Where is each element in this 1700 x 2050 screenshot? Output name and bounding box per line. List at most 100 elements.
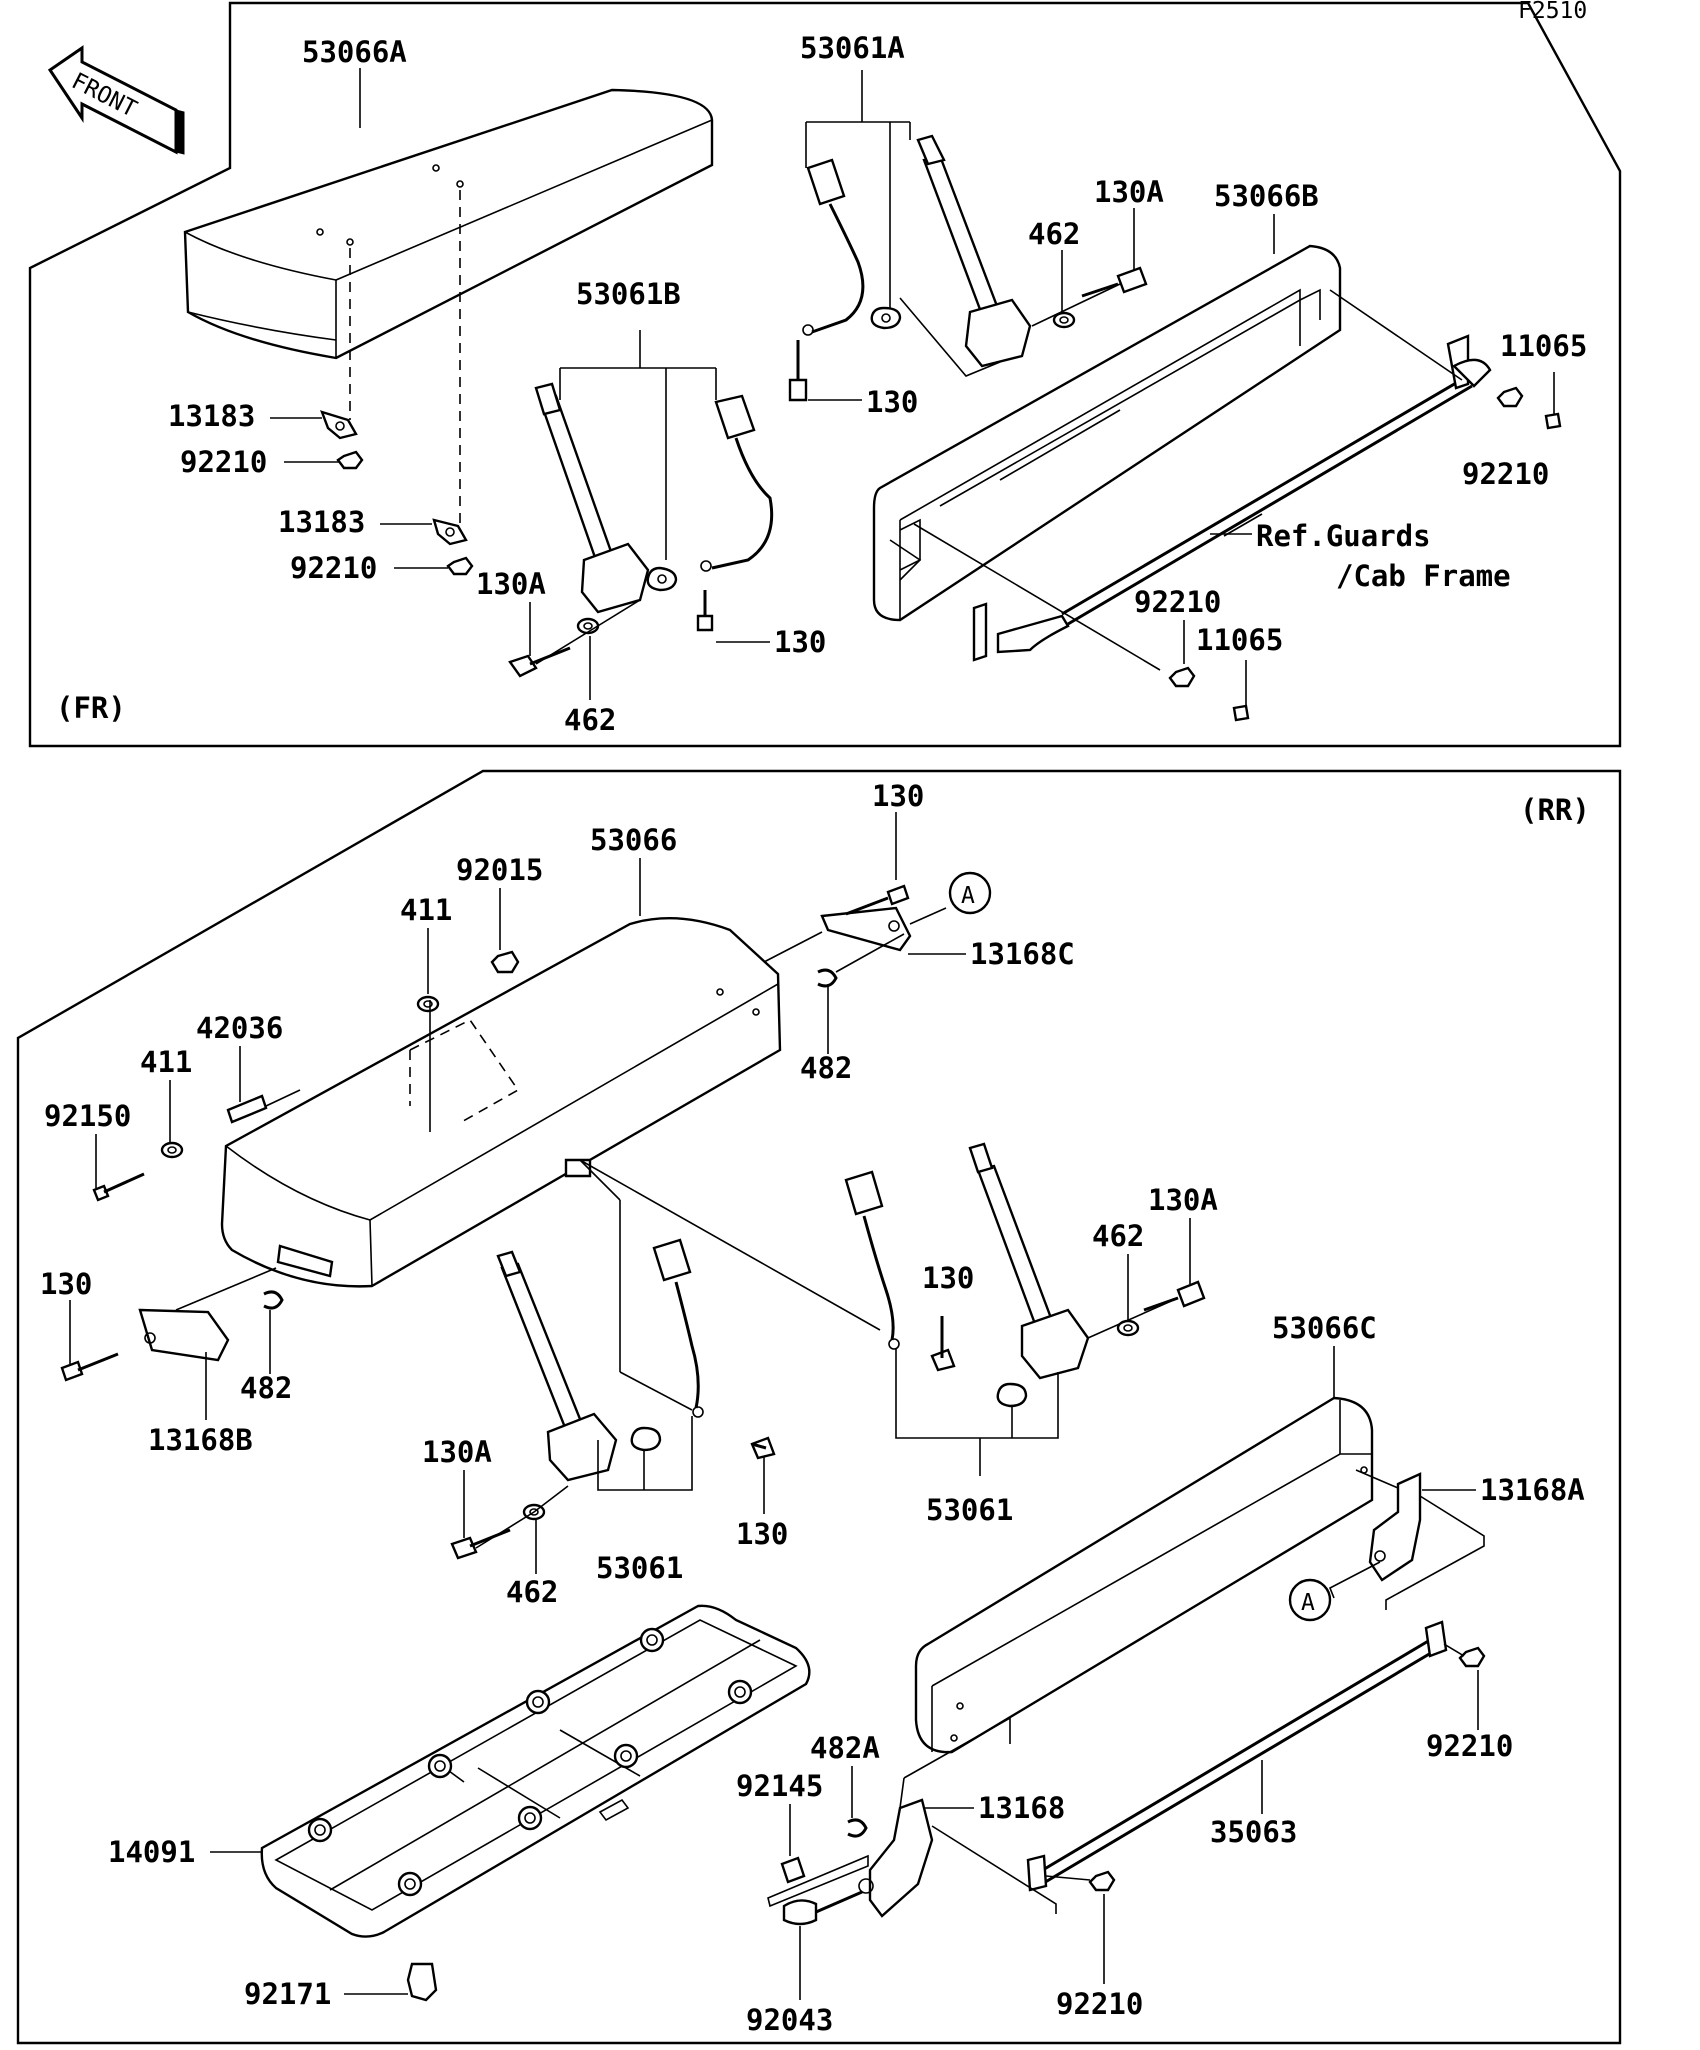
bolt-130-fr-upper (788, 340, 808, 402)
label-53061A: 53061A (800, 31, 905, 65)
label-130A-bottom: 130A (476, 567, 546, 601)
label-92210-mid: 92210 (1134, 585, 1221, 619)
label-462-rr-left: 462 (506, 1575, 558, 1609)
label-130A-rr-right: 130A (1148, 1183, 1218, 1217)
back-rest-53066C (914, 1396, 1374, 1754)
label-53061-center: 53061 (596, 1551, 683, 1585)
callout-a-top: A (948, 871, 992, 915)
label-130-bottom: 130 (774, 625, 826, 659)
bracket-13183-lower (432, 518, 468, 546)
cap-11065-fr-top (1544, 412, 1562, 430)
label-92210-rr-bottom: 92210 (1056, 1987, 1143, 2021)
bolt-130A-rr-right (1143, 1280, 1206, 1312)
label-13168B: 13168B (148, 1423, 253, 1457)
bracket-13168C (820, 906, 912, 952)
washer-462-fr-lower (576, 617, 600, 635)
callout-a-bottom: A (1288, 1578, 1332, 1622)
bracket-13183-upper (320, 410, 358, 440)
seat-belt-53061A (802, 134, 1032, 368)
label-92171: 92171 (244, 1977, 331, 2011)
bolt-92043 (782, 1890, 863, 1926)
bolt-130A-fr-upper (1081, 266, 1148, 298)
seat-cushion-53066 (220, 917, 782, 1288)
front-arrow-icon: FRONT (47, 45, 185, 155)
label-11065-bottom: 11065 (1196, 623, 1283, 657)
washer-462-fr-upper (1052, 311, 1076, 329)
label-35063: 35063 (1210, 1815, 1297, 1849)
clip-482-top (817, 968, 838, 988)
label-11065-top: 11065 (1500, 329, 1587, 363)
label-92210-right: 92210 (1462, 457, 1549, 491)
clip-482A (847, 1818, 868, 1838)
label-462-top: 462 (1028, 217, 1080, 251)
label-13183-a: 13183 (168, 399, 255, 433)
diagram-code: F2510 (1518, 0, 1587, 24)
seat-belt-53061-left (496, 1238, 704, 1482)
bracket-13168 (858, 1798, 934, 1918)
label-53066: 53066 (590, 823, 677, 857)
pivot-42036 (226, 1094, 268, 1124)
label-53066B: 53066B (1214, 179, 1319, 213)
label-130-top: 130 (866, 385, 918, 419)
nut-92210-rr-right (1458, 1646, 1486, 1668)
label-92210-b: 92210 (290, 551, 377, 585)
nut-92015 (490, 950, 520, 974)
screw-92145 (780, 1856, 806, 1884)
label-53061-right: 53061 (926, 1493, 1013, 1527)
floor-mat-14091 (260, 1604, 811, 1938)
label-14091: 14091 (108, 1835, 195, 1869)
bolt-130-rr-center (750, 1436, 776, 1460)
label-53066A: 53066A (302, 35, 407, 69)
label-130-rr-left: 130 (40, 1267, 92, 1301)
label-92150: 92150 (44, 1099, 131, 1133)
nut-92210-fr-mid (1168, 666, 1196, 688)
label-13183-b: 13183 (278, 505, 365, 539)
ref-guards-line2: /Cab Frame (1336, 559, 1511, 593)
callout-a-top-letter: A (961, 883, 975, 909)
label-53061B: 53061B (576, 277, 681, 311)
washer-462-rr-right (1116, 1319, 1140, 1337)
label-130-rr-mid: 130 (922, 1261, 974, 1295)
washer-411-top (416, 995, 440, 1013)
label-13168C: 13168C (970, 937, 1075, 971)
label-462-bottom: 462 (564, 703, 616, 737)
label-482-top: 482 (800, 1051, 852, 1085)
bracket-13168B (138, 1308, 230, 1362)
ref-guards-line1: Ref.Guards (1256, 519, 1431, 553)
rail-35063 (1026, 1620, 1448, 1892)
label-92015: 92015 (456, 853, 543, 887)
bolt-130-rr-left (60, 1352, 119, 1382)
nut-92210-upper (336, 450, 364, 470)
clip-92171 (406, 1962, 438, 2002)
seat-cushion-53066A (183, 88, 714, 360)
label-53066C: 53066C (1272, 1311, 1377, 1345)
label-130A-top: 130A (1094, 175, 1164, 209)
label-130-rr-center: 130 (736, 1517, 788, 1551)
label-482A: 482A (810, 1731, 880, 1765)
bracket-13168A (1368, 1472, 1422, 1582)
label-411-left: 411 (140, 1045, 192, 1079)
back-rest-53066B (872, 244, 1342, 622)
cap-11065-fr-bottom (1232, 704, 1250, 722)
guard-rail-tube (972, 334, 1492, 662)
label-42036: 42036 (196, 1011, 283, 1045)
label-13168: 13168 (978, 1791, 1065, 1825)
label-92043: 92043 (746, 2003, 833, 2037)
nut-92210-rr-bottom (1088, 1870, 1116, 1892)
bolt-130A-rr-left (450, 1528, 511, 1560)
label-130-rr-top: 130 (872, 779, 924, 813)
nut-92210-fr-right (1496, 386, 1524, 408)
fr-section-frame (28, 1, 1622, 748)
section-label-rr: (RR) (1520, 793, 1590, 827)
nut-92210-lower (446, 556, 474, 576)
callout-a-bottom-letter: A (1301, 1590, 1315, 1616)
bolt-130-rr-mid (930, 1316, 956, 1372)
label-92210-rr-right: 92210 (1426, 1729, 1513, 1763)
label-92210-a: 92210 (180, 445, 267, 479)
label-92145: 92145 (736, 1769, 823, 1803)
washer-411-left (160, 1141, 184, 1159)
label-130A-rr-left: 130A (422, 1435, 492, 1469)
seat-belt-53061-right (844, 1142, 1090, 1408)
label-462-rr-right: 462 (1092, 1219, 1144, 1253)
